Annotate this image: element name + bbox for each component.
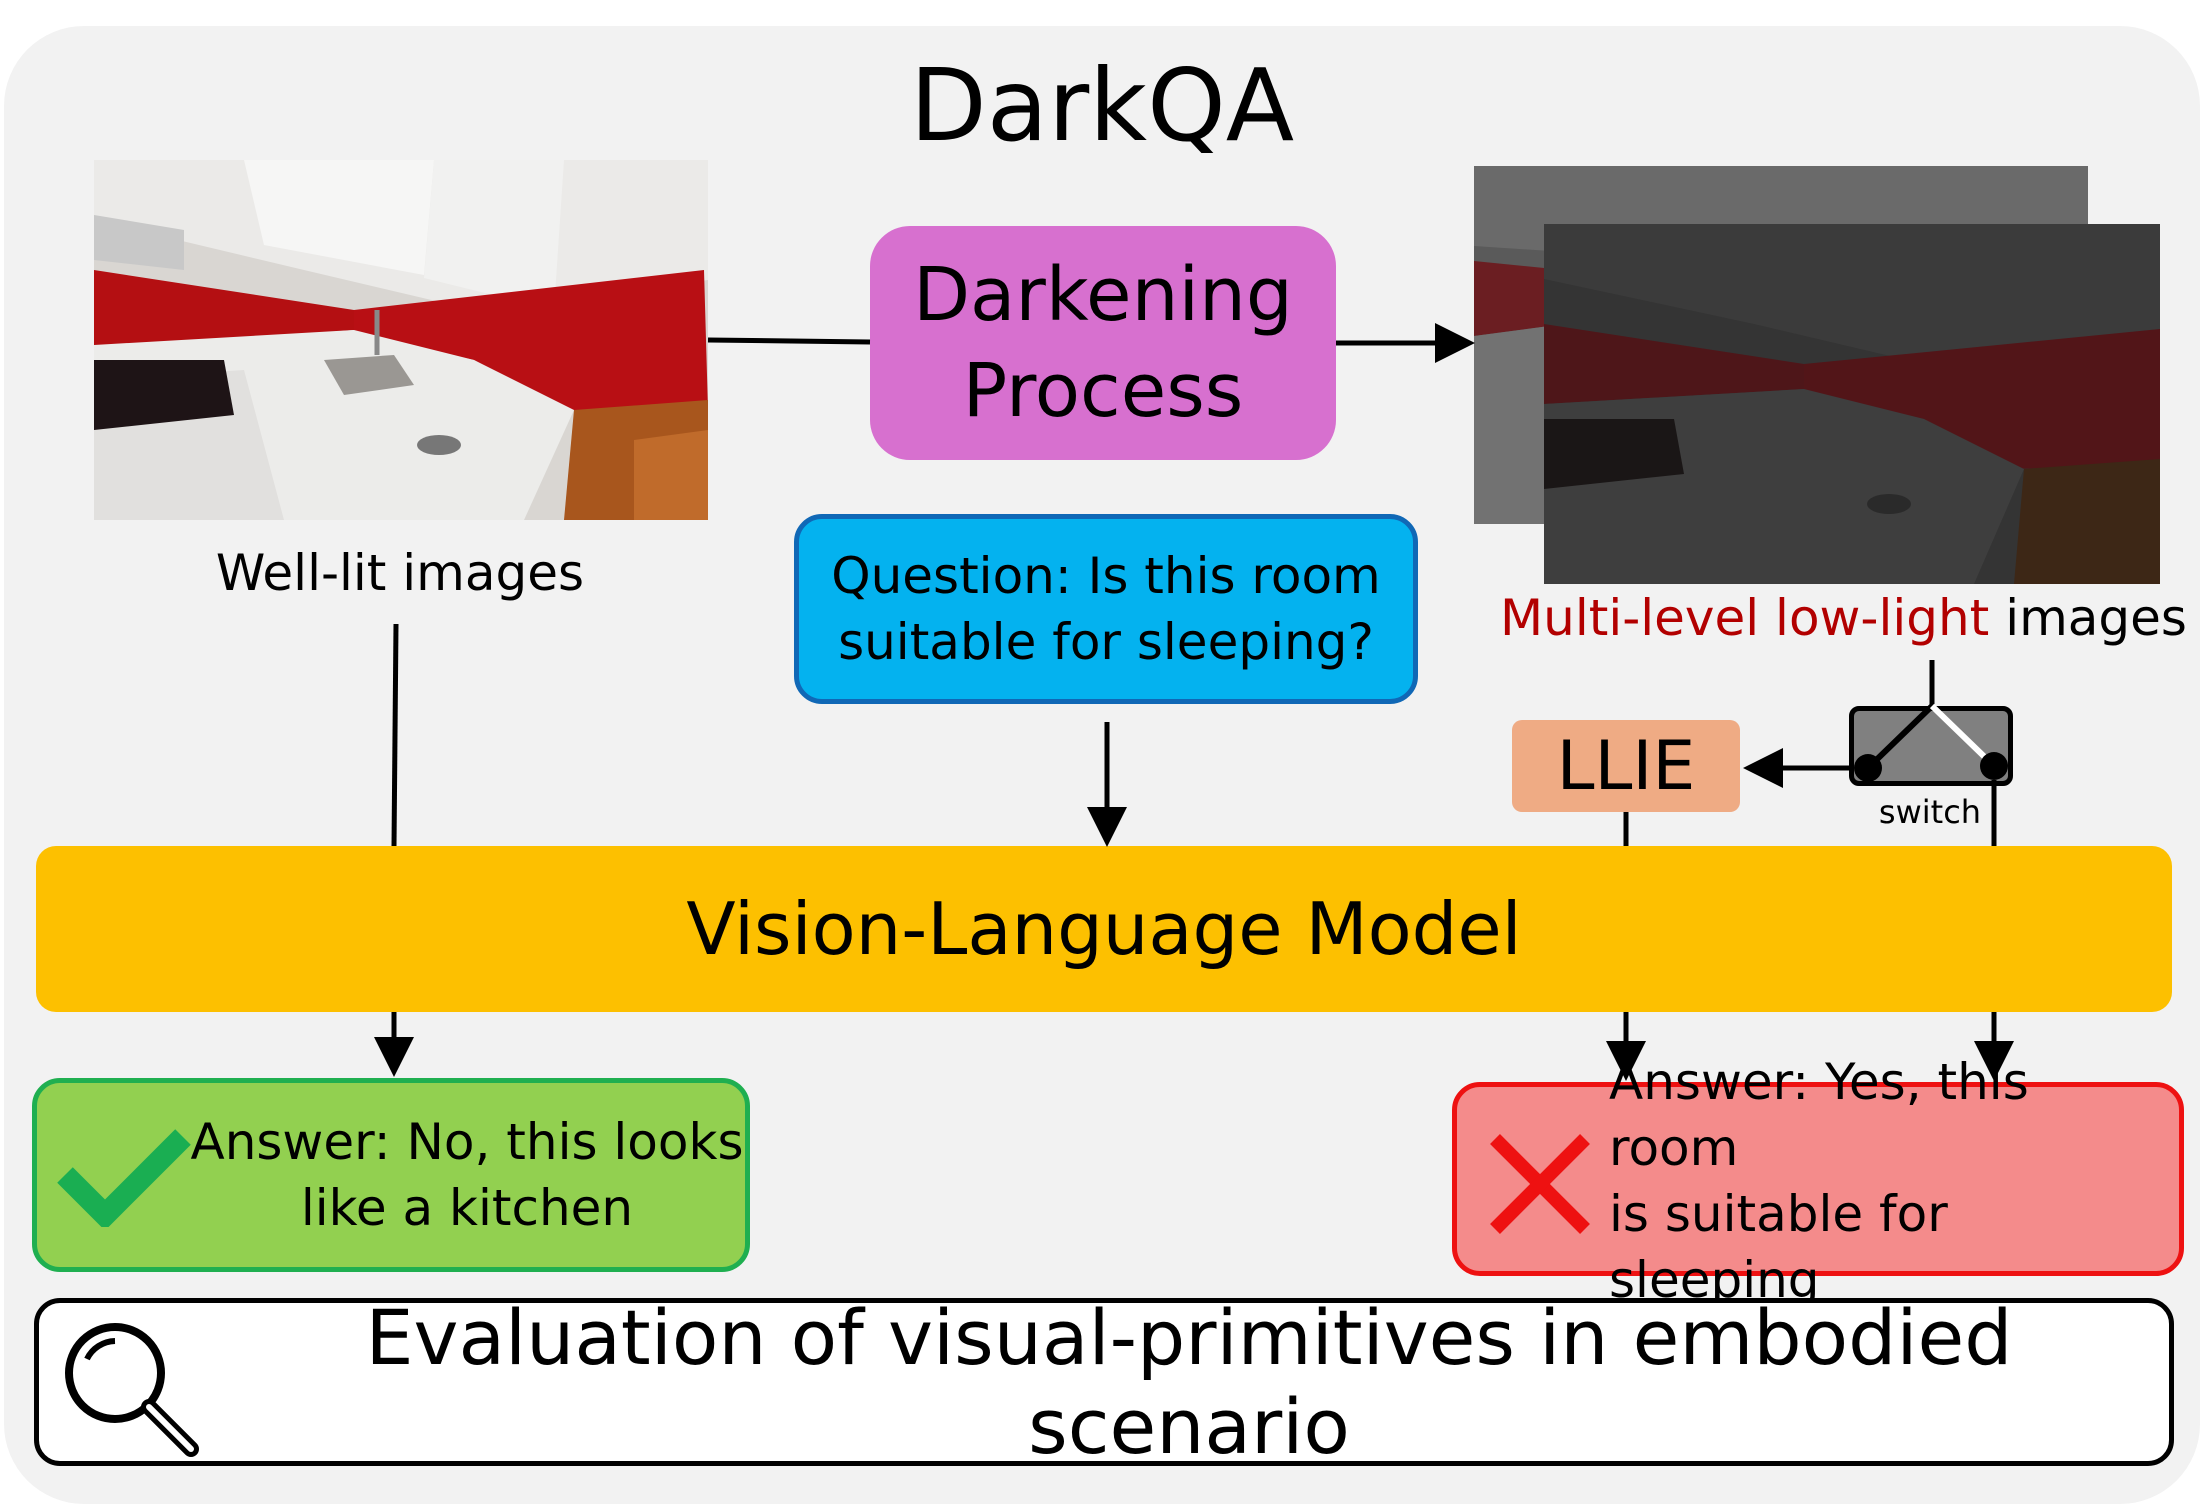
answer-correct-line1: Answer: No, this looks <box>190 1113 744 1171</box>
darkening-line1: Darkening <box>913 252 1293 338</box>
evaluation-text: Evaluation of visual-primitives in embod… <box>365 1293 2013 1471</box>
switch-left-terminal <box>1854 754 1882 782</box>
answer-wrong-text: Answer: Yes, this room is suitable for s… <box>1609 1053 2169 1309</box>
line-welllit-to-vlm <box>391 623 399 847</box>
low-light-caption-highlight: Multi-level low-light <box>1500 589 1990 647</box>
darkening-line2: Process <box>962 348 1244 434</box>
cross-icon <box>1490 1134 1590 1234</box>
checkmark-icon <box>57 1129 191 1227</box>
answer-wrong-line1: Answer: Yes, this room <box>1609 1053 2029 1177</box>
question-box: Question: Is this room suitable for slee… <box>794 514 1418 704</box>
magnifier-icon <box>65 1323 199 1457</box>
low-light-caption-rest: images <box>1989 589 2187 647</box>
question-line2: suitable for sleeping? <box>838 613 1374 671</box>
llie-box: LLIE <box>1512 720 1740 812</box>
switch-lever-light <box>1929 703 1997 769</box>
vision-language-model-box: Vision-Language Model <box>36 846 2172 1012</box>
switch-right-terminal <box>1980 752 2008 780</box>
diagram-title: DarkQA <box>909 46 1295 164</box>
darkening-process-box: Darkening Process <box>870 226 1336 460</box>
answer-correct-box: Answer: No, this looks like a kitchen <box>32 1078 750 1272</box>
answer-correct-text: Answer: No, this looks like a kitchen <box>187 1083 747 1267</box>
arrow-image-to-darkening <box>707 337 871 345</box>
question-line1: Question: Is this room <box>831 547 1381 605</box>
well-lit-caption: Well-lit images <box>215 544 585 602</box>
switch-label: switch <box>1878 793 1982 831</box>
switch-lever-dark <box>1865 703 1935 771</box>
well-lit-image <box>94 160 708 520</box>
evaluation-banner: Evaluation of visual-primitives in embod… <box>34 1293 2174 1471</box>
low-light-image-front <box>1544 224 2160 584</box>
answer-correct-line2: like a kitchen <box>300 1179 634 1237</box>
low-light-caption: Multi-level low-light images <box>1500 585 2187 651</box>
answer-wrong-box: Answer: Yes, this room is suitable for s… <box>1452 1053 2184 1309</box>
